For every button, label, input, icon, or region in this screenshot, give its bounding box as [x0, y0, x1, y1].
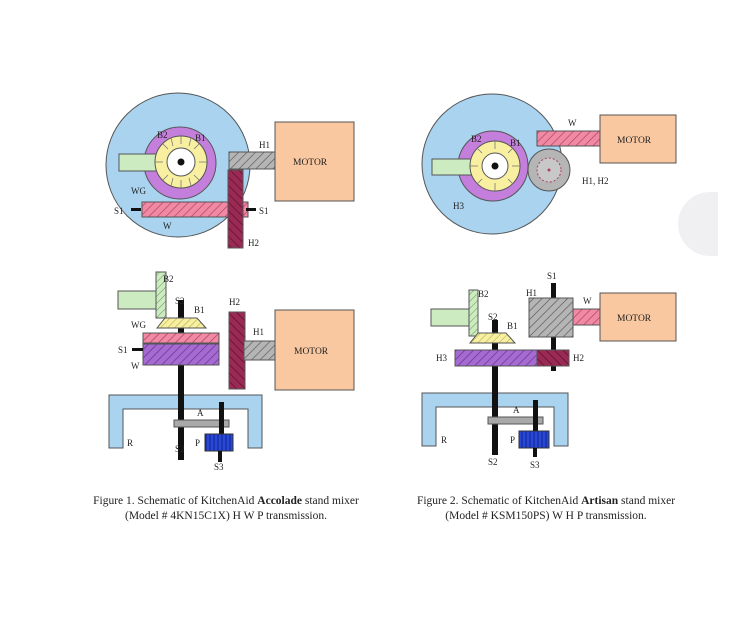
fig2-top-label-h1h2: H1, H2 — [582, 176, 609, 186]
fig2-side-planet-p — [518, 430, 550, 449]
fig2-side-s3-shaft — [533, 448, 537, 457]
fig2-side-motor-label: MOTOR — [617, 314, 652, 324]
fig2-top-label-b1: B1 — [510, 138, 521, 148]
figure-1-caption: Figure 1. Schematic of KitchenAid Accola… — [86, 494, 366, 524]
fig1-side-carrier-pin — [219, 402, 224, 442]
fig1-top-label-w: W — [163, 221, 172, 231]
fig1-side-h2 — [228, 311, 246, 390]
fig2-top-motor-label: MOTOR — [617, 136, 652, 146]
fig2-top-label-h3: H3 — [453, 201, 464, 211]
figure-2-caption: Figure 2. Schematic of KitchenAid Artisa… — [406, 494, 686, 524]
fig1-side-label-s2-bottom: S2 — [175, 444, 185, 454]
fig1-side-label-b1: B1 — [194, 305, 205, 315]
fig1-top-label-wg: WG — [131, 186, 146, 196]
fig1-side-label-s1: S1 — [118, 345, 128, 355]
fig1-side-label-a: A — [197, 408, 204, 418]
fig2-side-label-s1: S1 — [547, 271, 557, 281]
fig2-side-label-a: A — [513, 405, 520, 415]
fig1-center-shaft — [177, 158, 185, 166]
fig2-side-label-b1: B1 — [507, 321, 518, 331]
figure-2-caption-pre: Figure 2. Schematic of KitchenAid — [416, 495, 582, 507]
fig2-ring-r — [421, 392, 569, 447]
fig1-side-s1-stub — [132, 348, 143, 351]
fig1-side-worm — [142, 343, 220, 366]
figure-1-caption-post: stand mixer (Model # 4KN15C1X) H W P tra… — [125, 495, 359, 522]
fig2-top-view: W MOTOR B2 B1 H1, H2 H3 — [421, 93, 677, 235]
fig1-top-label-b2: B2 — [157, 130, 168, 140]
fig1-side-motor — [274, 309, 355, 391]
fig2-side-beater — [430, 308, 470, 327]
fig1-side-view: B2 S2 B1 H2 H1 WG S1 W MOTOR A R P S2 S3 — [108, 271, 355, 472]
fig2-side-label-r: R — [441, 435, 447, 445]
fig2-top-label-w: W — [568, 118, 577, 128]
fig1-side-bevel-b2 — [155, 271, 167, 319]
fig2-main-shaft — [492, 320, 498, 455]
fig1-side-worm-gear — [142, 332, 220, 344]
fig1-side-label-w: W — [131, 361, 140, 371]
fig1-side-label-s3: S3 — [214, 462, 224, 472]
fig2-side-label-w: W — [583, 296, 592, 306]
fig2-side-bevel-b1 — [468, 332, 517, 344]
fig1-helical-h2 — [227, 169, 244, 249]
fig2-side-motor — [599, 292, 677, 342]
fig2-side-label-p: P — [510, 435, 515, 445]
fig1-top-label-s1-right: S1 — [259, 206, 269, 216]
fig1-side-label-wg: WG — [131, 320, 146, 330]
fig2-helical-h1h2-pin — [547, 168, 551, 172]
fig2-beater-shaft — [431, 158, 475, 176]
fig1-side-bevel-b1 — [155, 317, 208, 329]
fig1-top-label-s1-left: S1 — [114, 206, 124, 216]
fig2-bevel-teeth — [470, 141, 520, 191]
fig1-side-label-h2: H2 — [229, 297, 240, 307]
fig2-side-label-h1: H1 — [526, 288, 537, 298]
fig2-center-shaft — [491, 162, 499, 170]
fig2-motor — [599, 114, 677, 164]
fig1-top-motor-label: MOTOR — [293, 158, 328, 168]
fig1-side-label-h1: H1 — [253, 327, 264, 337]
fig2-side-h2 — [536, 349, 570, 367]
fig1-top-label-h2: H2 — [248, 238, 259, 248]
fig2-worm-w — [536, 130, 602, 147]
figure-1-caption-pre: Figure 1. Schematic of KitchenAid — [93, 495, 258, 507]
fig2-side-label-s2-bottom: S2 — [488, 457, 498, 467]
fig1-side-label-b2: B2 — [163, 274, 174, 284]
fig1-side-motor-label: MOTOR — [294, 347, 329, 357]
fig1-side-label-p: P — [195, 438, 200, 448]
fig1-side-beater — [117, 290, 157, 310]
fig2-side-label-h3: H3 — [436, 353, 447, 363]
figure-2-caption-post: stand mixer (Model # KSM150PS) W H P tra… — [445, 495, 676, 522]
fig1-s1-stub-left — [131, 208, 141, 211]
fig2-side-carrier-a — [487, 416, 544, 425]
fig2-side-bevel-b2 — [468, 289, 479, 337]
fig1-main-shaft — [178, 300, 184, 460]
fig1-side-planet-p — [204, 433, 234, 452]
fig1-side-label-s2-top: S2 — [175, 296, 185, 306]
fig1-top-view: B2 B1 H1 WG S1 S1 W H2 MOTOR — [105, 92, 355, 249]
fig2-side-label-s2-top: S2 — [488, 312, 498, 322]
fig1-bevel-teeth — [155, 136, 207, 188]
fig2-side-h1 — [528, 297, 574, 338]
fig1-top-label-b1: B1 — [195, 133, 206, 143]
fig2-side-view: S1 B2 H1 W MOTOR S2 B1 H3 H2 A R P S2 S3 — [421, 271, 677, 470]
fig2-side-label-b2: B2 — [478, 289, 489, 299]
fig1-top-label-h1: H1 — [259, 140, 270, 150]
fig1-side-h1 — [243, 340, 276, 361]
fig2-top-label-b2: B2 — [471, 134, 482, 144]
figure-1-caption-bold: Accolade — [257, 495, 302, 507]
fig1-side-s3-shaft — [218, 451, 222, 462]
fig1-s1-stub-right — [246, 208, 256, 211]
fig2-side-carrier-pin — [533, 400, 538, 440]
fig2-side-label-h2: H2 — [573, 353, 584, 363]
fig1-helical-h1 — [228, 151, 277, 170]
fig2-side-label-s3: S3 — [530, 460, 540, 470]
fig1-motor — [274, 121, 355, 202]
fig1-side-label-r: R — [127, 438, 133, 448]
fig2-side-worm-w — [572, 308, 601, 326]
fig1-side-carrier-a — [173, 419, 230, 428]
figure-2-caption-bold: Artisan — [581, 495, 619, 507]
fig2-side-h3 — [454, 349, 538, 367]
